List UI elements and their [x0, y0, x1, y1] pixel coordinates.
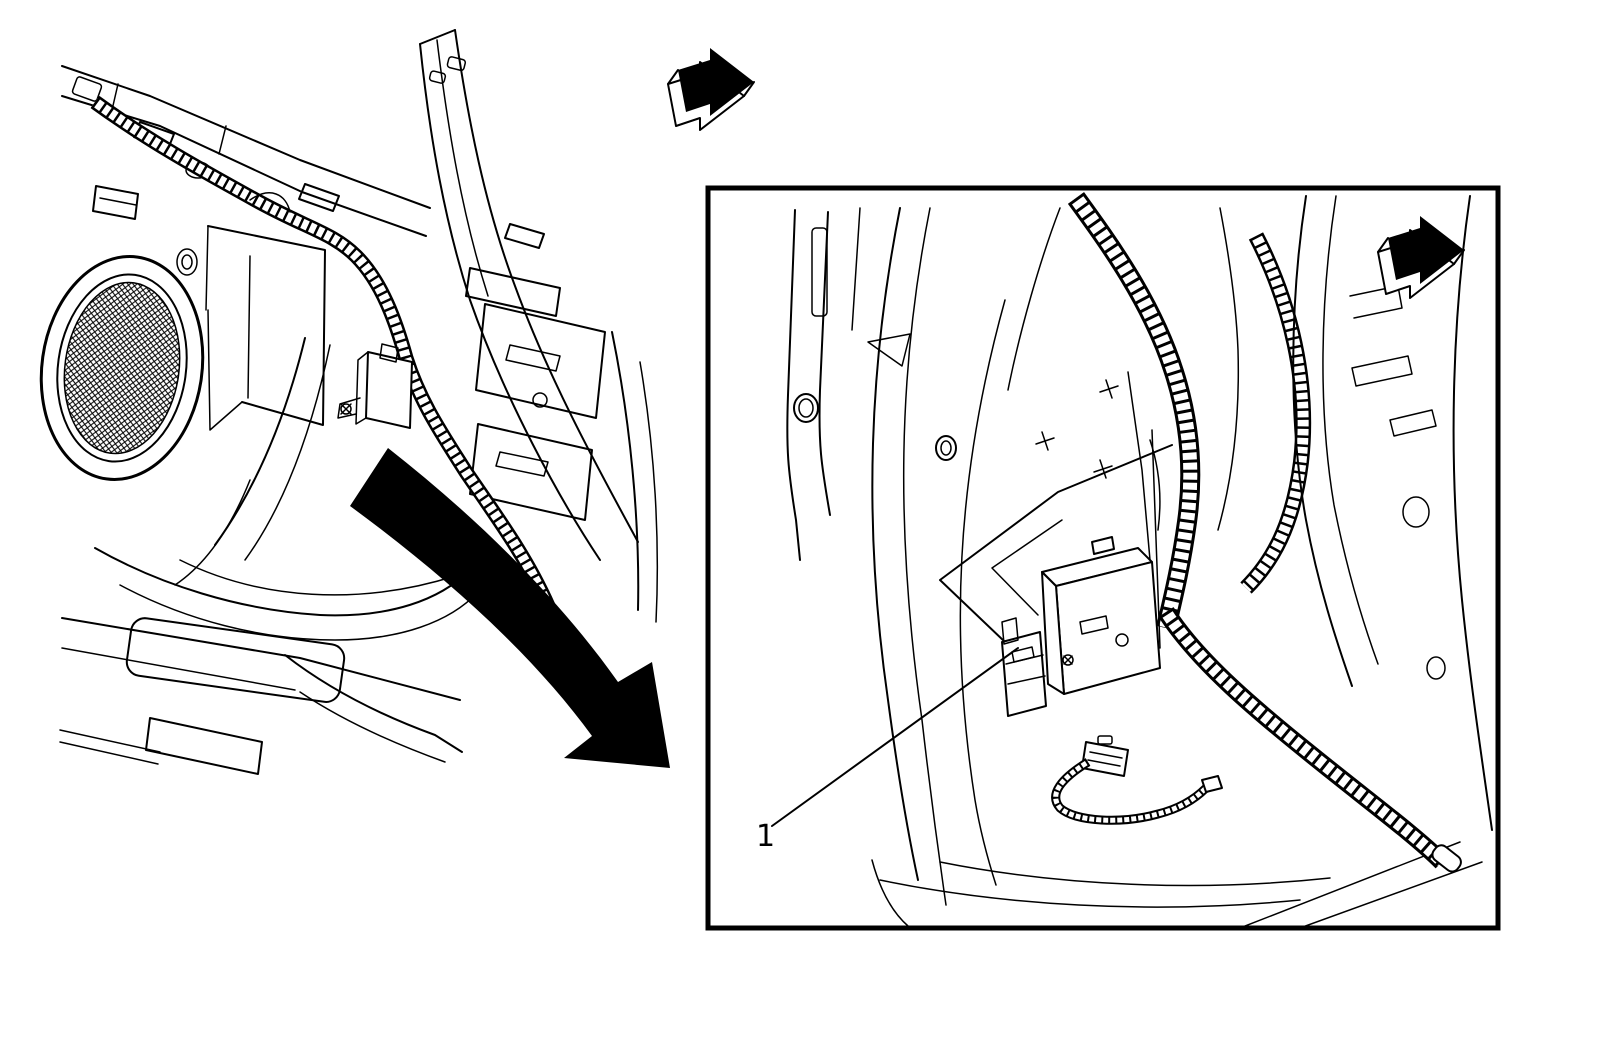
callout-1: 1 [756, 647, 1019, 854]
sensor-bracket [337, 343, 413, 429]
harness-detail [1035, 192, 1462, 873]
rocker-sill [59, 617, 463, 775]
detail-view: 1 [705, 185, 1501, 931]
callout-1-leader [771, 647, 1019, 827]
trim-curves [851, 207, 1483, 928]
pillar-edge [786, 209, 957, 561]
b-pillar [176, 29, 659, 623]
pigtail-connector [1051, 735, 1223, 825]
direction-arrow-main-icon [667, 47, 755, 131]
speaker-cone [39, 255, 205, 481]
callout-1-label: 1 [756, 819, 775, 854]
detail-content: 1 [756, 192, 1493, 928]
main-view [39, 29, 670, 775]
panel-chevrons [939, 444, 1173, 643]
wheelhouse-panel [94, 337, 479, 641]
zoom-arrow [350, 448, 670, 768]
speaker-assembly [39, 225, 326, 481]
door-flange [1292, 195, 1493, 831]
module [1001, 536, 1161, 717]
